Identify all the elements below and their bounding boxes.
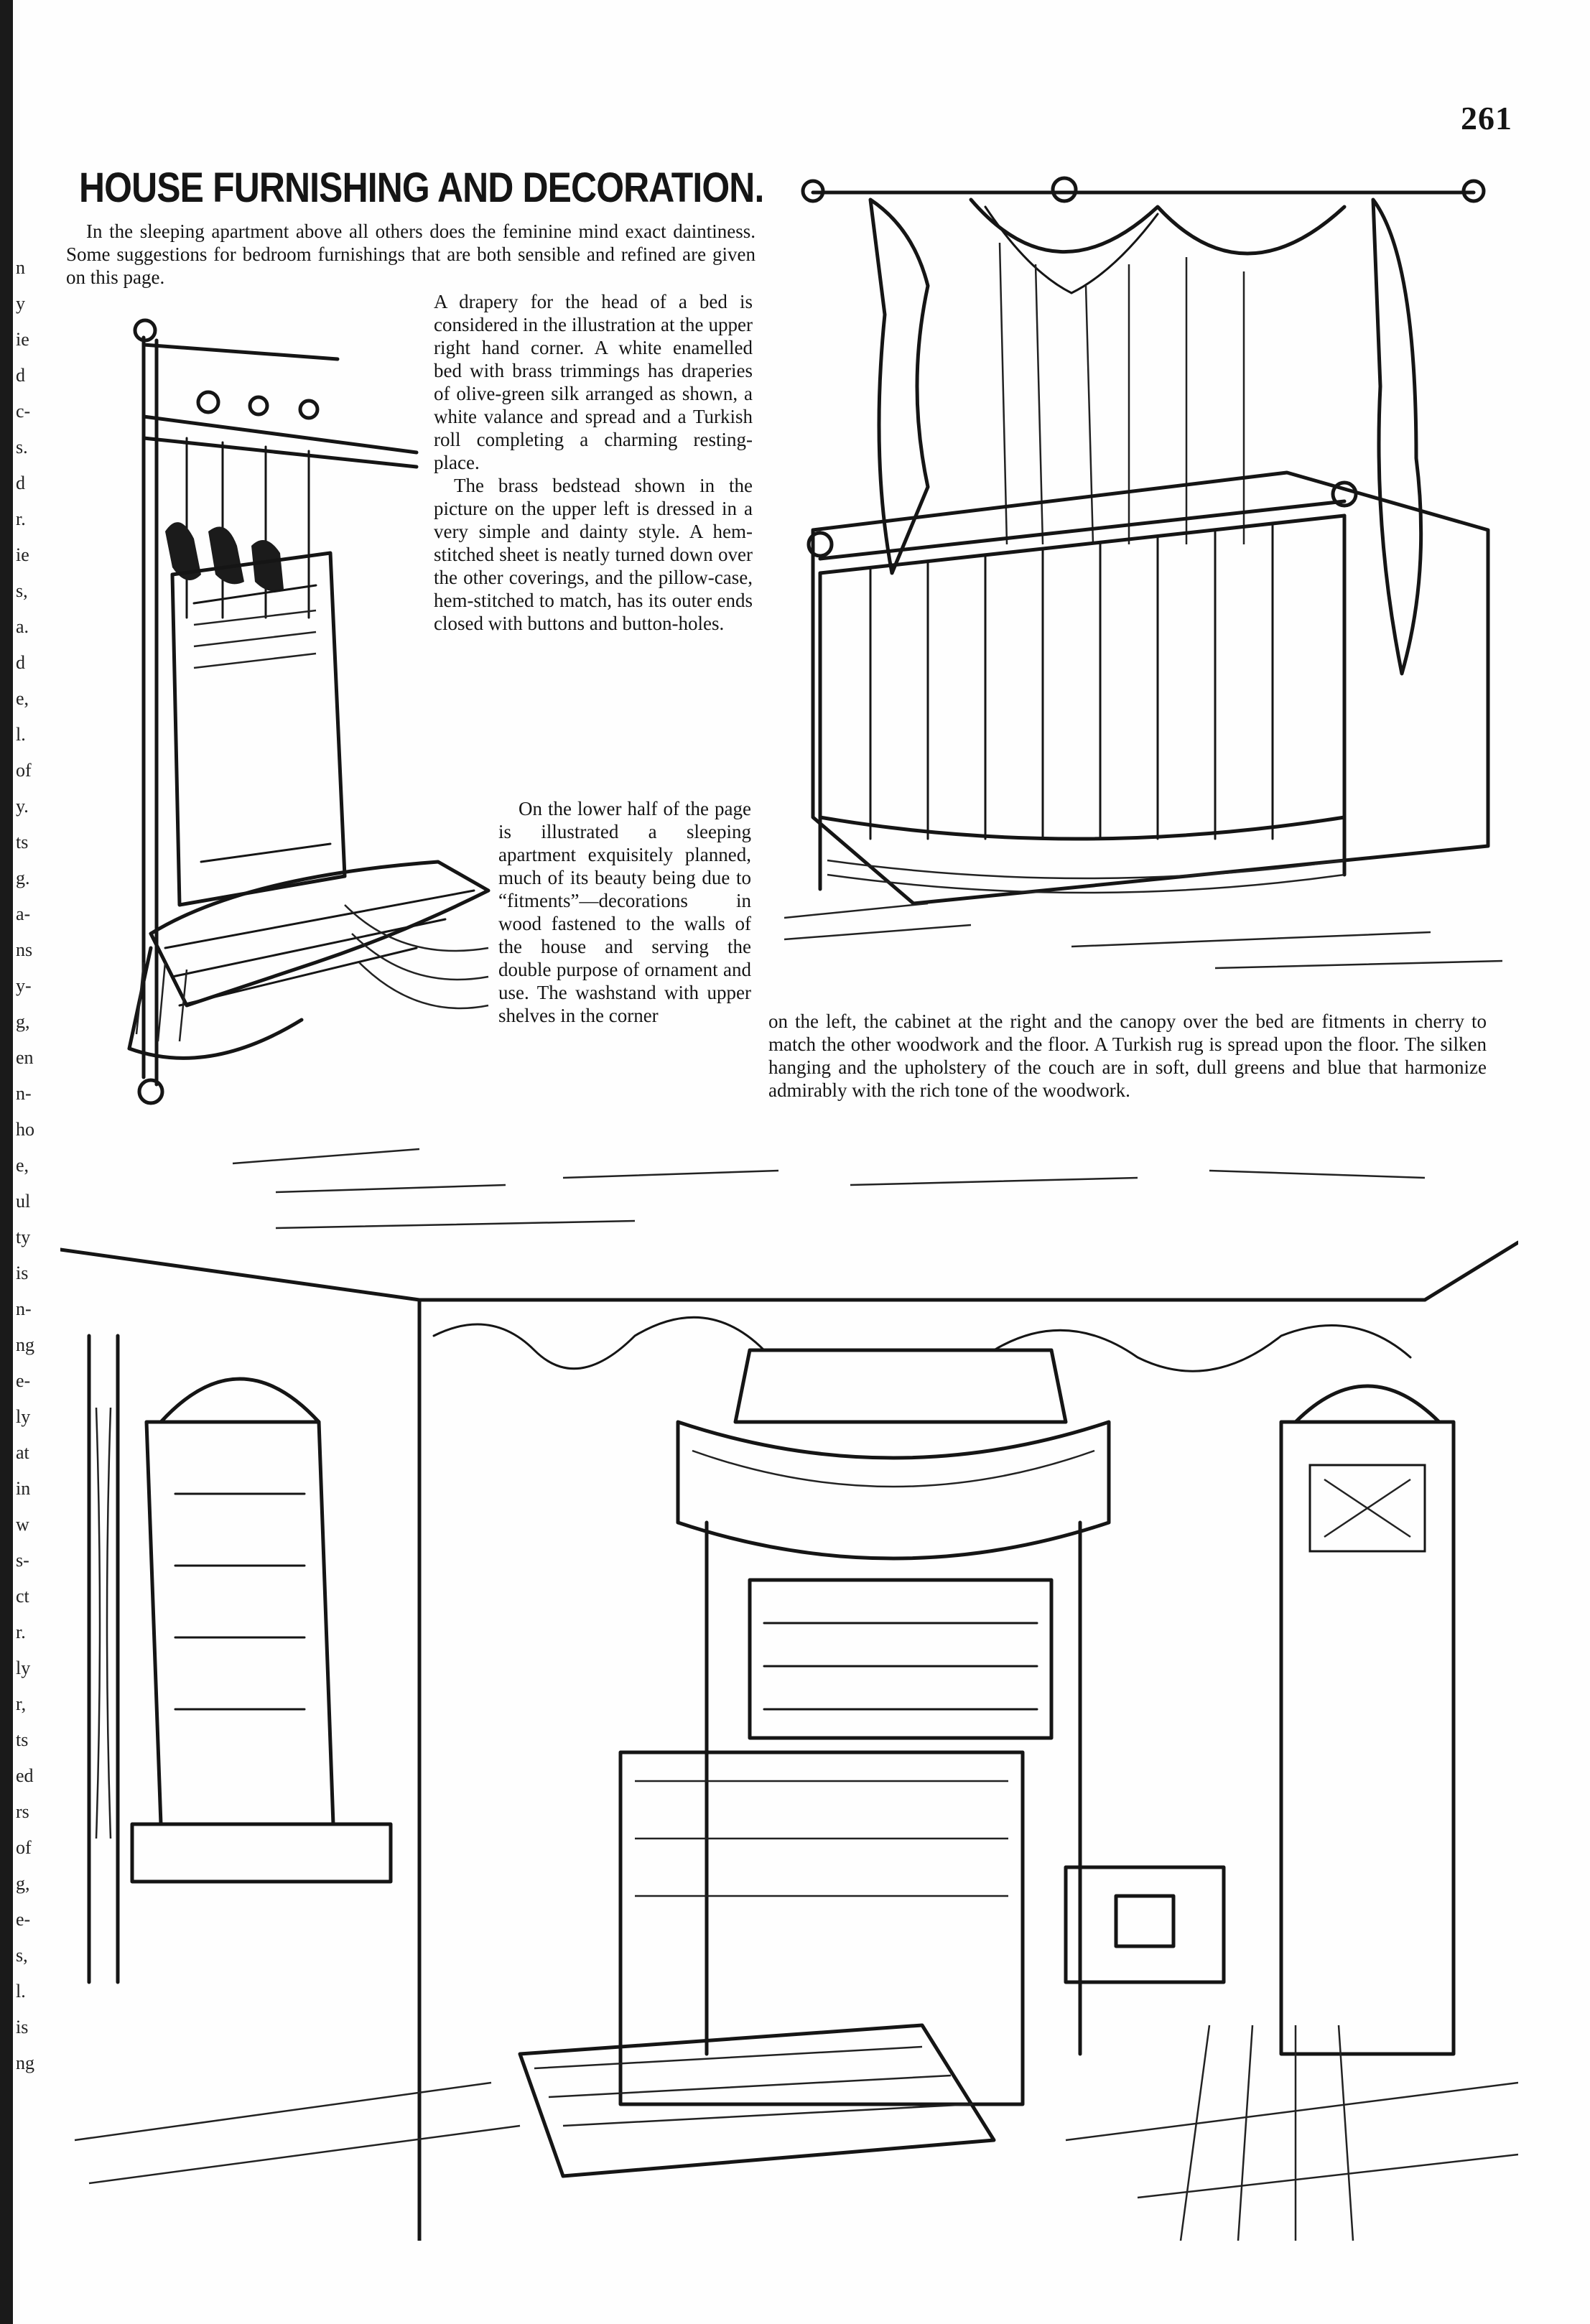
bedroom-interior-illustration xyxy=(60,1120,1518,2241)
gutter-fragment: rs xyxy=(16,1801,29,1822)
gutter-fragment: e, xyxy=(16,688,29,709)
gutter-fragment: r. xyxy=(16,1622,26,1642)
draped-bed-illustration xyxy=(784,171,1502,990)
gutter-fragment: ly xyxy=(16,1406,31,1427)
gutter-fragment: y xyxy=(16,293,25,314)
bedroom-interior-drawing xyxy=(60,1148,1518,2241)
gutter-fragment: d xyxy=(16,652,25,673)
gutter-fragment: ns xyxy=(16,939,33,960)
gutter-fragment: s. xyxy=(16,437,28,457)
intro-text: In the sleeping apartment above all othe… xyxy=(66,220,756,288)
right-text-column: A drapery for the head of a bed is consi… xyxy=(434,290,753,635)
page-title: HOUSE FURNISHING AND DECORATION. xyxy=(79,164,764,211)
gutter-fragment: r, xyxy=(16,1693,27,1714)
gutter-fragment: at xyxy=(16,1442,29,1463)
intro-paragraph: In the sleeping apartment above all othe… xyxy=(66,220,756,289)
gutter-fragment: ts xyxy=(16,1729,29,1750)
gutter-fragment: ng xyxy=(16,1334,34,1355)
gutter-fragment: is xyxy=(16,2017,29,2037)
gutter-fragment: a- xyxy=(16,903,31,924)
gutter-fragment: ly xyxy=(16,1658,31,1678)
drapery-paragraph: A drapery for the head of a bed is consi… xyxy=(434,291,753,473)
brass-bedstead-drawing xyxy=(127,318,491,1105)
gutter-fragment: g, xyxy=(16,1011,30,1032)
gutter-fragment: c- xyxy=(16,401,31,422)
gutter-fragment: ie xyxy=(16,544,29,565)
gutter-fragment: n- xyxy=(16,1298,32,1319)
brass-bedstead-paragraph: The brass bedstead shown in the picture … xyxy=(434,475,753,634)
gutter-fragment: ty xyxy=(16,1227,31,1247)
gutter-fragment: ct xyxy=(16,1586,29,1607)
brass-bedstead-illustration xyxy=(101,316,503,1120)
apartment-paragraph: On the lower half of the page is illustr… xyxy=(498,798,751,1026)
gutter-fragment: of xyxy=(16,760,32,781)
gutter-fragment: s, xyxy=(16,580,28,601)
gutter-fragment: e- xyxy=(16,1909,31,1930)
gutter-fragment: ul xyxy=(16,1191,31,1212)
continuation-paragraph: on the left, the cabinet at the right an… xyxy=(768,1010,1487,1102)
gutter-fragment: n xyxy=(16,257,25,278)
gutter-fragment: d xyxy=(16,473,25,493)
gutter-fragment: d xyxy=(16,365,25,386)
gutter-fragment: en xyxy=(16,1047,34,1068)
gutter-fragment: y- xyxy=(16,975,32,996)
gutter-fragment: a. xyxy=(16,616,29,637)
gutter-fragment: w xyxy=(16,1514,29,1535)
gutter-fragment: s- xyxy=(16,1550,29,1571)
gutter-fragment: ed xyxy=(16,1765,34,1786)
gutter-fragment: is xyxy=(16,1263,29,1283)
continuation-text: on the left, the cabinet at the right an… xyxy=(768,1010,1487,1101)
gutter-fragment: ho xyxy=(16,1119,34,1140)
gutter-fragment: r. xyxy=(16,508,26,529)
page-number: 261 xyxy=(1461,100,1512,136)
gutter-fragment: e, xyxy=(16,1155,29,1176)
gutter-fragment: l. xyxy=(16,724,26,745)
gutter-fragment: ts xyxy=(16,832,29,852)
gutter-fragment: of xyxy=(16,1837,32,1858)
gutter-fragment: ie xyxy=(16,329,29,350)
gutter-fragment: l. xyxy=(16,1981,26,2002)
gutter-fragment: in xyxy=(16,1478,31,1499)
gutter-fragment: e- xyxy=(16,1370,31,1391)
gutter-fragment: s, xyxy=(16,1945,28,1966)
gutter-fragment: g, xyxy=(16,1873,30,1894)
gutter-fragment: y. xyxy=(16,796,29,817)
lower-text-column: On the lower half of the page is illustr… xyxy=(498,797,751,1027)
binding-spine xyxy=(0,0,13,2324)
gutter-fragment: g. xyxy=(16,868,30,888)
draped-bed-drawing xyxy=(784,176,1502,970)
gutter-fragment: ng xyxy=(16,2053,34,2073)
gutter-fragment: n- xyxy=(16,1083,32,1104)
